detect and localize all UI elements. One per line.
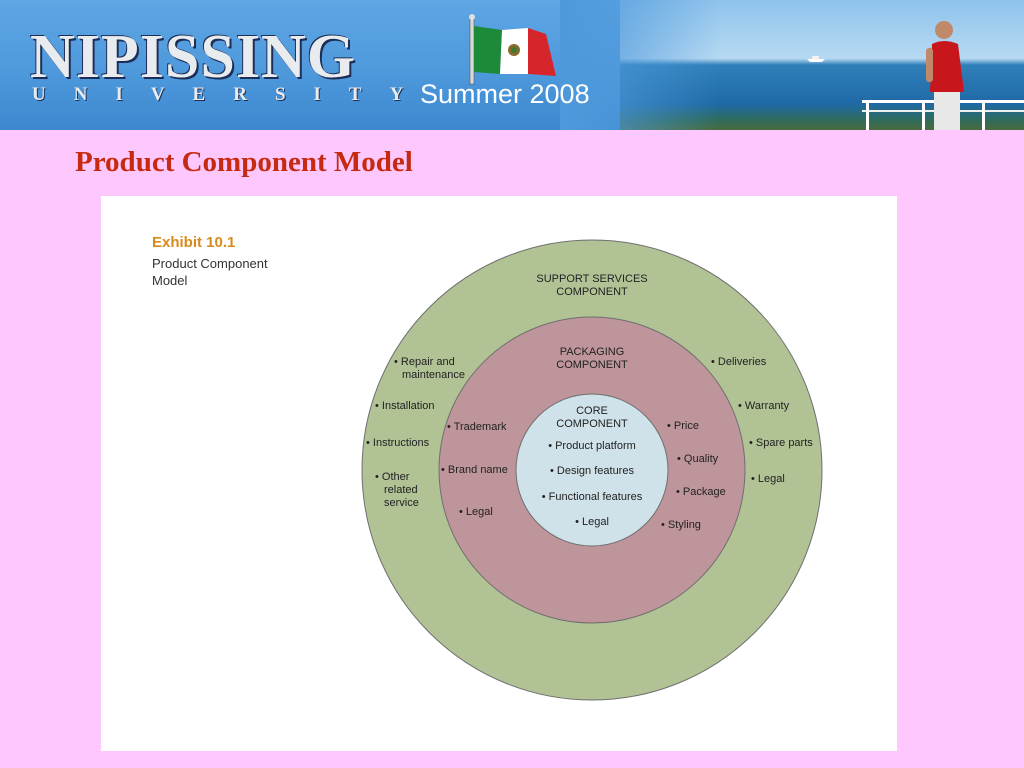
core-item-functional-features: • Functional features [542,491,643,503]
banner-photo-fade [560,0,720,130]
person-graphic [926,21,964,130]
support-title-line-1: SUPPORT SERVICES [536,273,647,285]
support-item-installation: • Installation [375,400,435,412]
university-logo-subtitle: UNIVERSITY [32,84,432,105]
support-item-other-line-2: related [384,484,418,496]
exhibit-caption-line-2: Model [152,273,188,288]
core-title-line-2: COMPONENT [556,418,628,430]
packaging-title-line-1: PACKAGING [560,346,625,358]
support-item-other-line-1: • Other [375,471,410,483]
packaging-item-legal: • Legal [459,506,493,518]
packaging-item-brand-name: • Brand name [441,464,508,476]
packaging-item-styling: • Styling [661,519,701,531]
core-title-line-1: CORE [576,405,608,417]
support-title-line-2: COMPONENT [556,286,628,298]
university-logo-wordmark: NIPISSING [30,23,356,91]
core-circle [515,393,669,547]
support-item-repair-line-2: maintenance [402,369,465,381]
product-component-diagram: SUPPORT SERVICES COMPONENT • Repair and … [361,239,823,701]
packaging-item-package: • Package [676,486,726,498]
support-item-instructions: • Instructions [366,437,430,449]
header-banner: NIPISSING UNIVERSITY Summer 2008 [0,0,1024,130]
mexico-flag-icon [469,14,556,85]
support-item-warranty: • Warranty [738,400,790,412]
slide-title: Product Component Model [75,146,413,178]
packaging-item-trademark: • Trademark [447,421,507,433]
core-item-design-features: • Design features [550,465,634,477]
support-item-other-line-3: service [384,497,419,509]
term-label: Summer 2008 [420,79,590,109]
packaging-item-price: • Price [667,420,699,432]
core-item-product-platform: • Product platform [548,440,636,452]
boat-icon [807,56,825,62]
packaging-item-quality: • Quality [677,453,719,465]
support-item-deliveries: • Deliveries [711,356,767,368]
core-item-legal: • Legal [575,516,609,528]
packaging-title-line-2: COMPONENT [556,359,628,371]
support-item-spare-parts: • Spare parts [749,437,813,449]
support-item-legal: • Legal [751,473,785,485]
exhibit-caption-line-1: Product Component [152,256,268,271]
exhibit-number: Exhibit 10.1 [152,234,236,251]
support-item-repair-line-1: • Repair and [394,356,455,368]
exhibit-panel: Exhibit 10.1 Product Component Model SUP… [101,196,897,751]
